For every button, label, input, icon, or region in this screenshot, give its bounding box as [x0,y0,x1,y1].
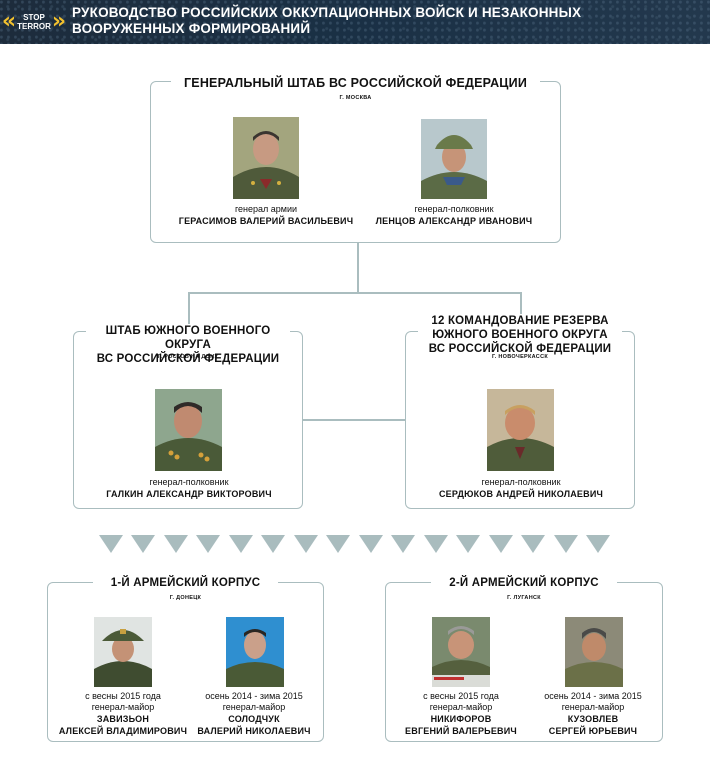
zavizyon-photo [94,617,152,687]
zavizyon-card: с весны 2015 года генерал-майор ЗАВИЗЬОН… [48,691,198,737]
zavizyon-period: с весны 2015 года [85,691,161,701]
zavizyon-given-name: АЛЕКСЕЙ ВЛАДИМИРОВИЧ [58,726,188,736]
connector-left-drop [188,292,190,326]
page-title: РУКОВОДСТВО РОССИЙСКИХ ОККУПАЦИОННЫХ ВОЙ… [72,5,582,36]
connector-horizontal [188,292,521,294]
reserve-command-title: 12 КОМАНДОВАНИЕ РЕЗЕРВА ЮЖНОГО ВОЕННОГО … [418,314,622,356]
down-arrow-icon [131,535,155,553]
down-arrow-icon [554,535,578,553]
corps2-box: 2-Й АРМЕЙСКИЙ КОРПУС Г. ЛУГАНСК с весны … [385,576,664,742]
reserve-command-box: 12 КОМАНДОВАНИЕ РЕЗЕРВА ЮЖНОГО ВОЕННОГО … [405,314,635,509]
reserve-command-title-line1: 12 КОМАНДОВАНИЕ РЕЗЕРВА [431,315,609,327]
general-staff-title: ГЕНЕРАЛЬНЫЙ ШТАБ ВС РОССИЙСКОЙ ФЕДЕРАЦИИ [171,76,540,90]
connector-right-drop [520,292,522,330]
solodchuk-photo [226,617,284,687]
general-staff-box: ГЕНЕРАЛЬНЫЙ ШТАБ ВС РОССИЙСКОЙ ФЕДЕРАЦИИ… [150,76,561,243]
gerasimov-rank: генерал армии [234,204,298,214]
lentsov-photo [421,119,487,199]
southern-district-location: Г. РОСТОВ НА ДОНУ [157,354,219,360]
reserve-command-title-line3: ВС РОССИЙСКОЙ ФЕДЕРАЦИИ [428,343,612,355]
logo-bracket-left-icon: « [1,9,17,34]
nikiforov-photo [432,617,490,687]
reserve-command-title-line2: ЮЖНОГО ВОЕННОГО ОКРУГА [432,329,608,341]
down-arrow-icon [261,535,285,553]
southern-district-title: ШТАБ ЮЖНОГО ВОЕННОГО ОКРУГА ВС РОССИЙСКО… [86,324,290,366]
logo-text-top: STOP [23,13,45,22]
galkin-rank: генерал-полковник [149,477,229,487]
southern-district-title-line1: ШТАБ ЮЖНОГО ВОЕННОГО ОКРУГА [105,325,271,351]
southern-district-title-line2: ВС РОССИЙСКОЙ ФЕДЕРАЦИИ [96,353,280,365]
gerasimov-name: ГЕРАСИМОВ ВАЛЕРИЙ ВАСИЛЬЕВИЧ [178,216,354,226]
serdyukov-name: СЕРДЮКОВ АНДРЕЙ НИКОЛАЕВИЧ [438,489,604,499]
nikiforov-card: с весны 2015 года генерал-майор НИКИФОРО… [386,691,536,737]
down-arrow-icon [456,535,480,553]
down-arrow-icon [326,535,350,553]
general-staff-location: Г. МОСКВА [339,95,372,101]
nikiforov-period: с весны 2015 года [423,691,499,701]
down-arrow-icon [99,535,123,553]
down-arrow-icon [521,535,545,553]
corps2-location: Г. ЛУГАНСК [507,595,541,601]
galkin-name: ГАЛКИН АЛЕКСАНДР ВИКТОРОВИЧ [106,489,272,499]
nikiforov-given-name: ЕВГЕНИЙ ВАЛЕРЬЕВИЧ [405,726,517,736]
logo-text-bottom: TERROR [17,22,51,31]
corps1-location: Г. ДОНЕЦК [169,595,202,601]
solodchuk-given-name: ВАЛЕРИЙ НИКОЛАЕВИЧ [197,726,311,736]
down-arrow-icon [489,535,513,553]
lentsov-card: генерал-полковник ЛЕНЦОВ АЛЕКСАНДР ИВАНО… [354,204,554,227]
southern-district-box: ШТАБ ЮЖНОГО ВОЕННОГО ОКРУГА ВС РОССИЙСКО… [73,324,303,509]
down-arrow-icon [294,535,318,553]
galkin-card: генерал-полковник ГАЛКИН АЛЕКСАНДР ВИКТО… [89,477,289,500]
connector-middle-link [302,419,406,421]
logo-bracket-right-icon: » [51,9,67,34]
down-arrow-icon [229,535,253,553]
kuzovlev-surname: КУЗОВЛЕВ [567,714,619,724]
nikiforov-rank: генерал-майор [429,702,493,712]
down-arrow-icon [391,535,415,553]
corps1-title: 1-Й АРМЕЙСКИЙ КОРПУС [93,576,278,590]
zavizyon-rank: генерал-майор [91,702,155,712]
lentsov-name: ЛЕНЦОВ АЛЕКСАНДР ИВАНОВИЧ [375,216,533,226]
serdyukov-card: генерал-полковник СЕРДЮКОВ АНДРЕЙ НИКОЛА… [421,477,621,500]
down-arrow-icon [196,535,220,553]
lentsov-rank: генерал-полковник [414,204,494,214]
reserve-command-location: Г. НОВОЧЕРКАССК [491,354,549,360]
kuzovlev-rank: генерал-майор [561,702,625,712]
corps1-box: 1-Й АРМЕЙСКИЙ КОРПУС Г. ДОНЕЦК с весны 2… [47,576,325,742]
solodchuk-rank: генерал-майор [222,702,286,712]
kuzovlev-card: осень 2014 - зима 2015 генерал-майор КУЗ… [522,691,664,737]
zavizyon-surname: ЗАВИЗЬОН [96,714,150,724]
nikiforov-surname: НИКИФОРОВ [430,714,492,724]
down-arrow-icon [424,535,448,553]
down-arrow-icon [359,535,383,553]
solodchuk-surname: СОЛОДЧУК [228,714,280,724]
down-arrow-icon [586,535,610,553]
kuzovlev-given-name: СЕРГЕЙ ЮРЬЕВИЧ [548,726,638,736]
gerasimov-card: генерал армии ГЕРАСИМОВ ВАЛЕРИЙ ВАСИЛЬЕВ… [166,204,366,227]
corps2-title: 2-Й АРМЕЙСКИЙ КОРПУС [431,576,617,590]
kuzovlev-photo [565,617,623,687]
connector-top-vertical [357,243,359,293]
serdyukov-photo [487,389,554,471]
header-texture [0,0,710,44]
kuzovlev-period: осень 2014 - зима 2015 [544,691,642,701]
solodchuk-period: осень 2014 - зима 2015 [205,691,303,701]
down-arrow-icon [164,535,188,553]
serdyukov-rank: генерал-полковник [481,477,561,487]
galkin-photo [155,389,222,471]
gerasimov-photo [233,117,299,199]
solodchuk-card: осень 2014 - зима 2015 генерал-майор СОЛ… [183,691,325,737]
